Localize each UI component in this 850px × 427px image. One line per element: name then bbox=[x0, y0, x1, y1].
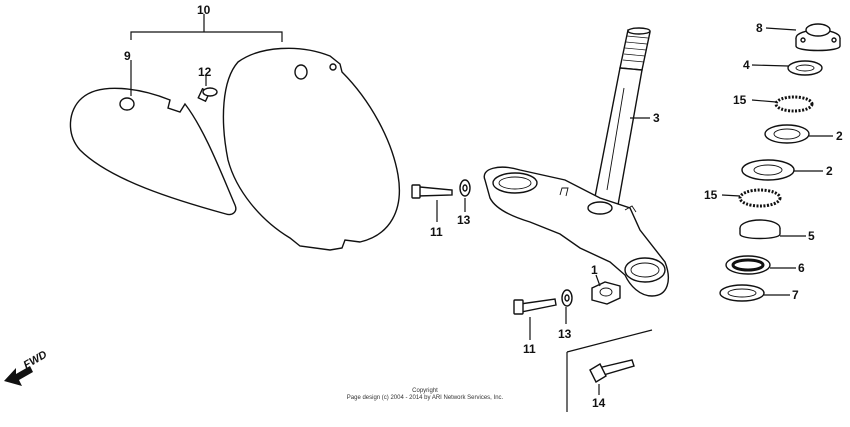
bracket-10 bbox=[130, 14, 283, 96]
callout-11-upper: 11 bbox=[430, 225, 443, 239]
screw-12 bbox=[197, 76, 218, 103]
callout-10: 10 bbox=[197, 3, 211, 17]
bolt-14 bbox=[589, 359, 635, 395]
adjusting-nut-8 bbox=[765, 23, 841, 52]
callout-14: 14 bbox=[592, 396, 606, 410]
steel-balls-15-upper bbox=[751, 95, 814, 113]
callout-9: 9 bbox=[124, 49, 131, 63]
callout-3: 3 bbox=[653, 111, 660, 125]
fwd-label: FWD bbox=[22, 349, 50, 372]
copyright-line-1: Copyright bbox=[412, 388, 438, 394]
callout-7: 7 bbox=[792, 288, 799, 302]
callout-2-lower: 2 bbox=[826, 164, 833, 178]
inset-frame bbox=[566, 329, 653, 412]
bolt-11-lower bbox=[513, 298, 557, 340]
dust-seal-6 bbox=[725, 255, 796, 275]
fwd-arrow: FWD bbox=[4, 349, 49, 386]
copyright-line-2: Page design (c) 2004 - 2014 by ARI Netwo… bbox=[347, 395, 504, 401]
steering-stem bbox=[593, 27, 651, 206]
callout-5: 5 bbox=[808, 229, 815, 243]
washer-7 bbox=[719, 284, 790, 302]
race-4 bbox=[751, 60, 823, 76]
washer-13-lower bbox=[561, 289, 573, 324]
race-5 bbox=[739, 219, 806, 240]
callout-8: 8 bbox=[756, 21, 763, 35]
side-cover-right bbox=[222, 47, 400, 251]
steel-balls-15-lower bbox=[721, 188, 782, 208]
callout-15-upper: 15 bbox=[733, 93, 747, 107]
callout-12: 12 bbox=[198, 65, 212, 79]
callout-13-lower: 13 bbox=[558, 327, 572, 341]
bolt-11-upper bbox=[411, 184, 453, 222]
callout-6: 6 bbox=[798, 261, 805, 275]
washer-13-upper bbox=[459, 179, 471, 212]
lower-triple-clamp bbox=[483, 166, 669, 297]
race-2-lower bbox=[741, 159, 823, 181]
callout-2-upper: 2 bbox=[836, 129, 843, 143]
callout-11-lower: 11 bbox=[523, 342, 536, 356]
nut-1 bbox=[591, 274, 621, 305]
callout-15-lower: 15 bbox=[704, 188, 718, 202]
side-cover-left bbox=[69, 87, 237, 216]
race-2-upper bbox=[764, 124, 833, 144]
callout-1: 1 bbox=[591, 263, 598, 277]
callout-4: 4 bbox=[743, 58, 750, 72]
callout-13-upper: 13 bbox=[457, 213, 471, 227]
